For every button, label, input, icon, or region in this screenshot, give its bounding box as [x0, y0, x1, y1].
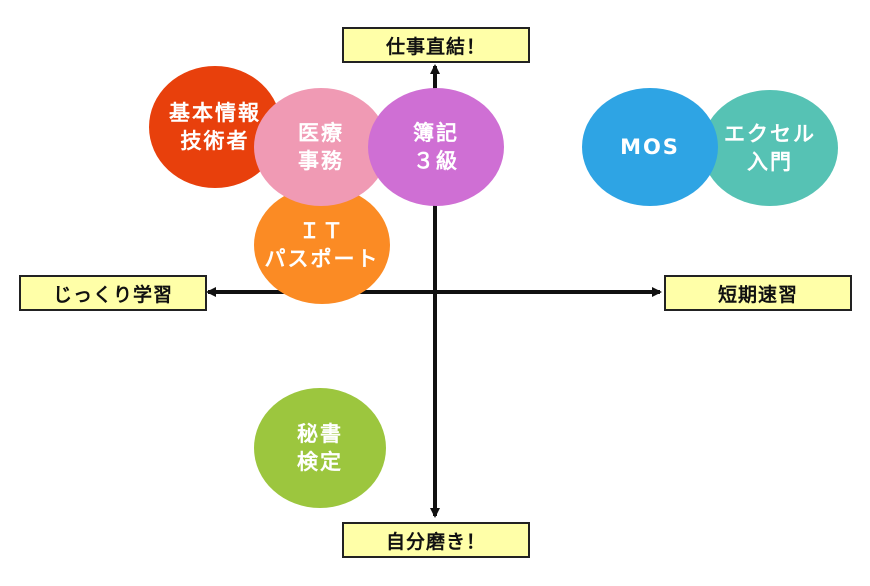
axis-label-top: 仕事直結！	[342, 27, 530, 63]
bubble-label-line: 基本情報	[169, 101, 261, 125]
bubble-label-line: 事務	[298, 149, 344, 173]
bubble-label-line: ３級	[413, 149, 459, 173]
bubble-label-line: 簿記	[413, 121, 459, 145]
bubble-it-passport: ＩＴ パスポート	[254, 186, 390, 304]
bubble-label-line: 秘書	[297, 422, 343, 446]
bubble-boki: 簿記 ３級	[368, 88, 504, 206]
bubble-label-line: ＩＴ	[299, 219, 345, 243]
axis-label-bottom: 自分磨き！	[342, 522, 530, 558]
bubble-iryo-jimu: 医療 事務	[254, 88, 388, 206]
bubble-hisho: 秘書 検定	[254, 388, 386, 508]
bubble-label-line: 入門	[747, 150, 793, 174]
bubble-label-line: パスポート	[264, 247, 380, 271]
bubble-label-line: 医療	[298, 121, 344, 145]
axis-label-left: じっくり学習	[19, 275, 207, 311]
bubble-label-line: 検定	[297, 450, 343, 474]
bubble-excel: エクセル 入門	[702, 90, 838, 206]
bubble-mos: MOS	[582, 88, 718, 206]
bubble-label-line: 技術者	[180, 129, 250, 153]
bubble-label-line: エクセル	[724, 122, 816, 146]
bubble-label-line: MOS	[620, 135, 680, 159]
axis-label-right: 短期速習	[664, 275, 852, 311]
